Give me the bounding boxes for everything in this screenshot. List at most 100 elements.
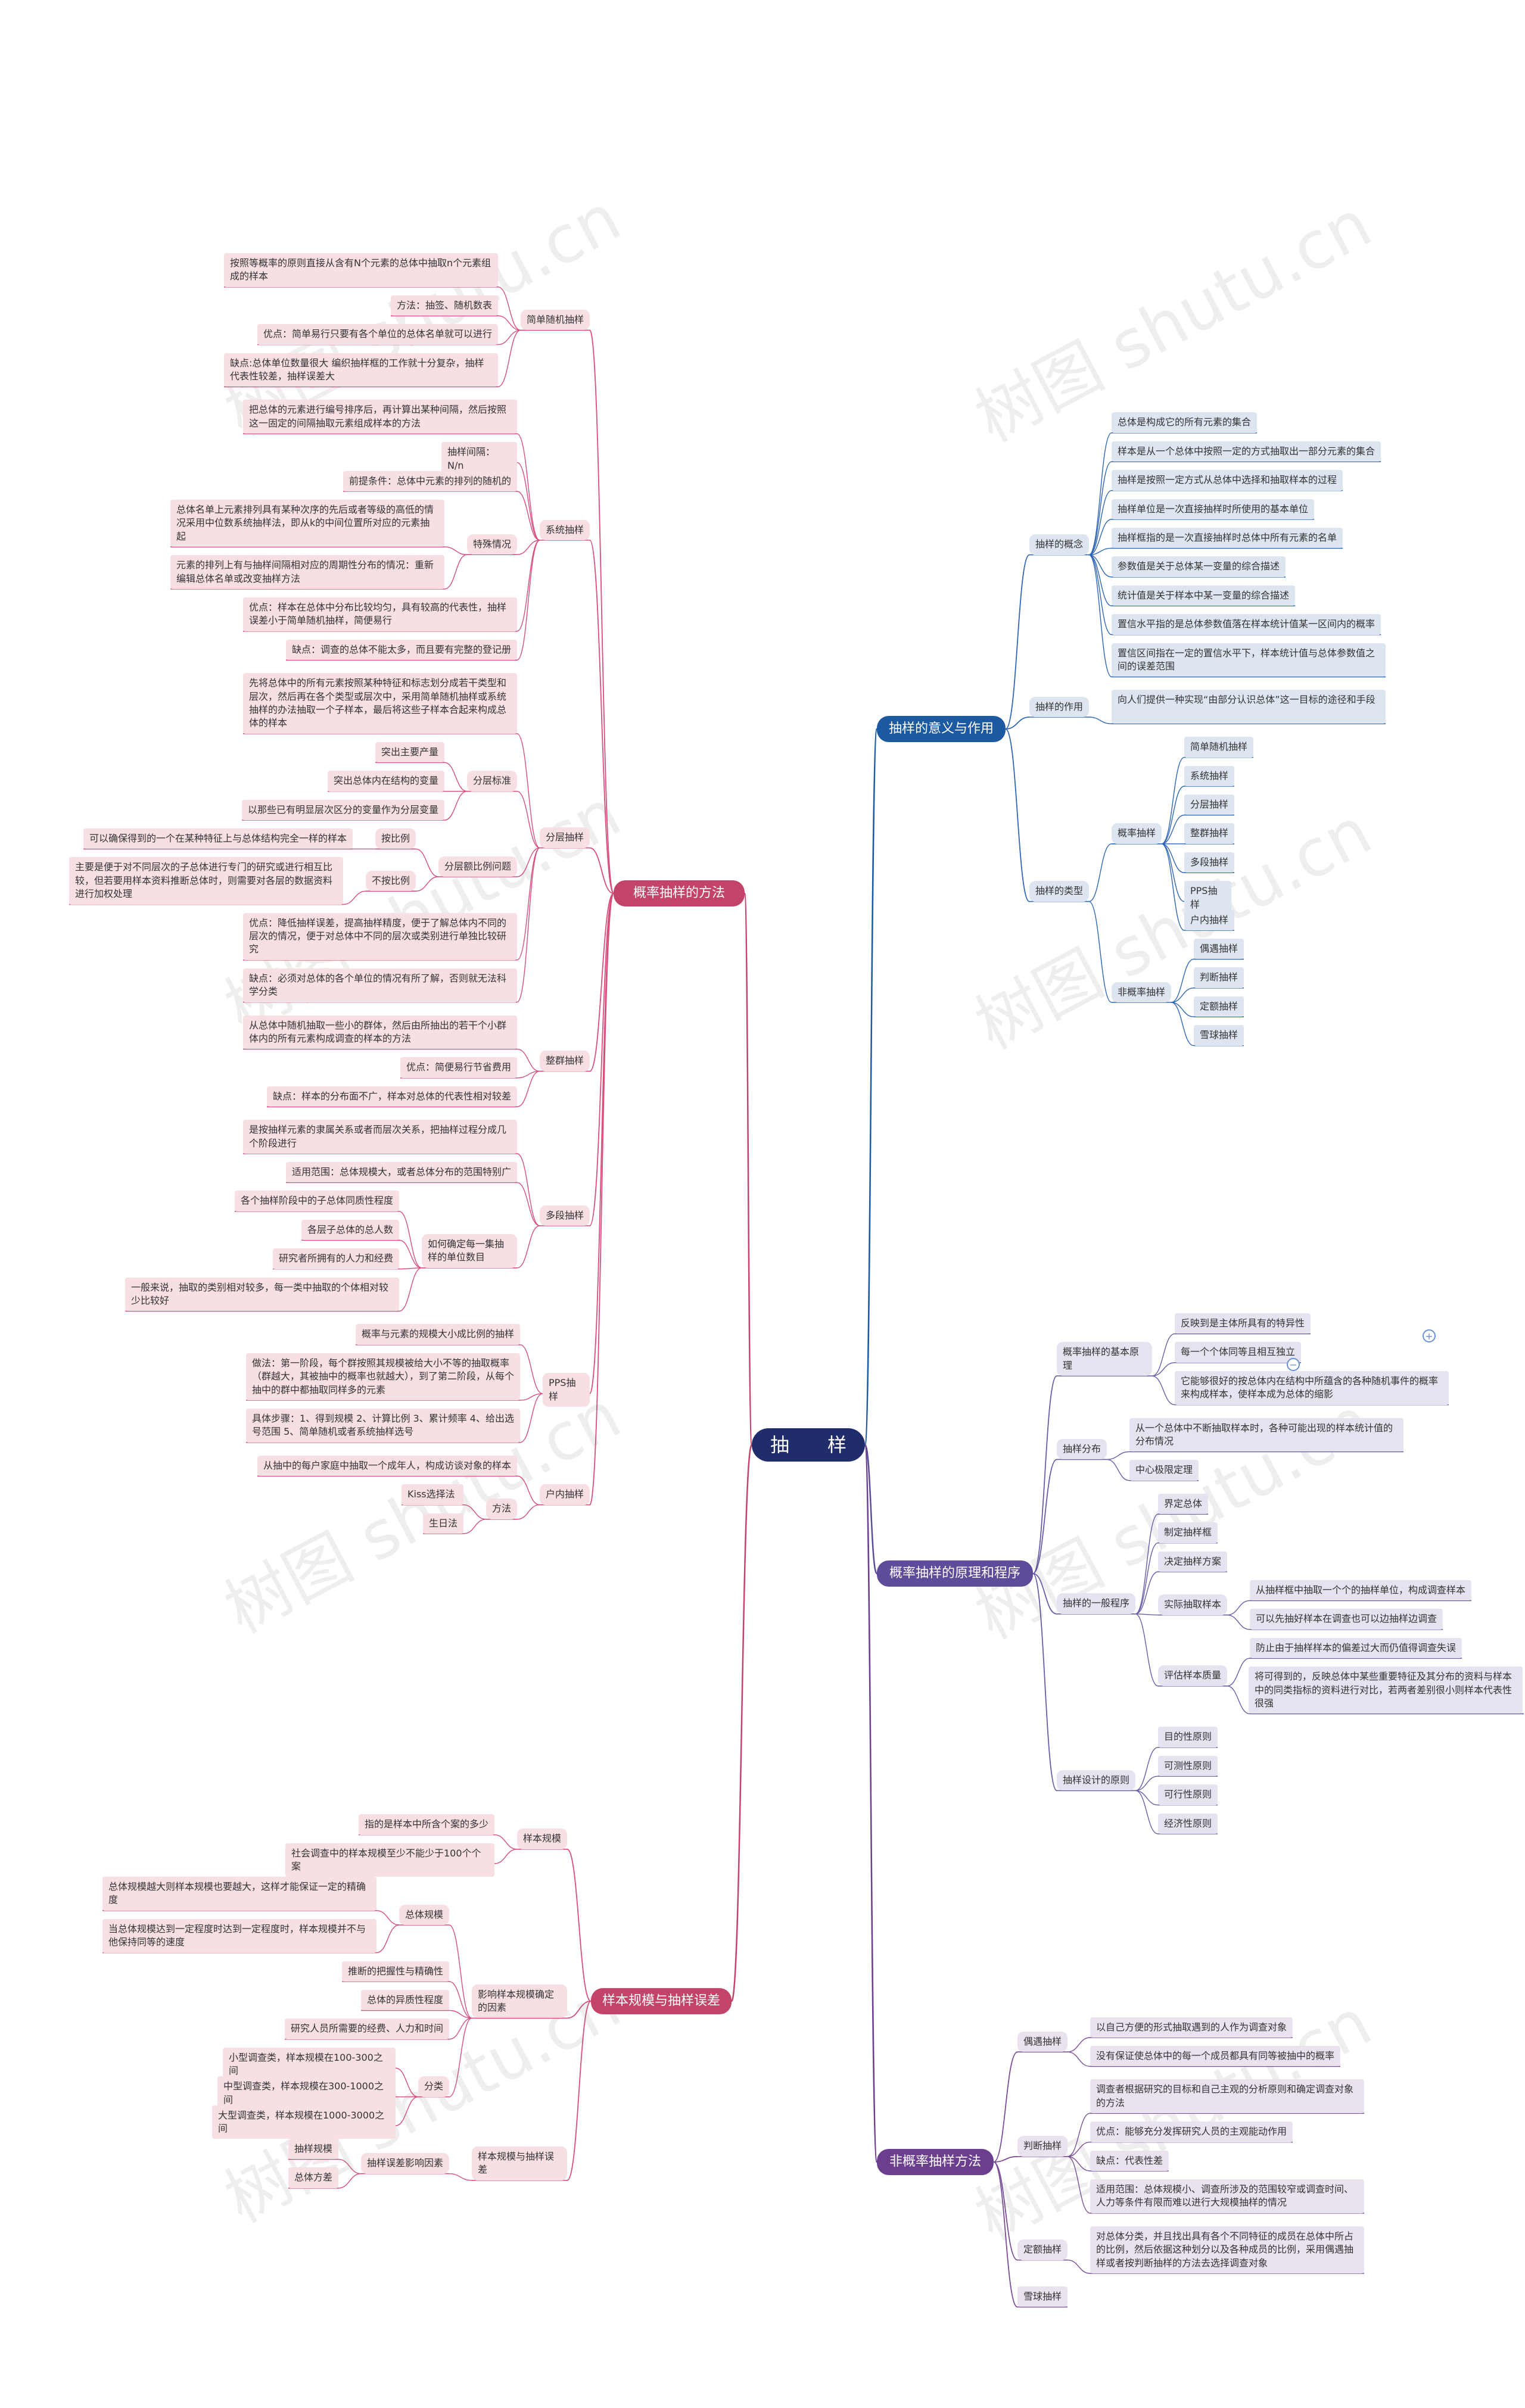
mindmap-leaf[interactable]: 抽样是按照一定方式从总体中选择和抽取样本的过程 (1112, 470, 1343, 491)
mindmap-leaf[interactable]: 以自己方便的形式抽取遇到的人作为调查对象 (1090, 2017, 1293, 2038)
mindmap-branch[interactable]: 抽样的一般程序 (1057, 1593, 1135, 1614)
mindmap-leaf[interactable]: 优点：降低抽样误差，提高抽样精度，便于了解总体内不同的层次的情况，便于对总体中不… (243, 912, 517, 960)
mindmap-branch[interactable]: 样本规模与抽样误差 (472, 2147, 567, 2180)
mindmap-leaf[interactable]: 方法：抽签、随机数表 (391, 295, 498, 316)
mindmap-leaf[interactable]: 指的是样本中所含个案的多少 (359, 1814, 494, 1835)
mindmap-branch[interactable]: 非概率抽样 (1112, 982, 1171, 1002)
mindmap-leaf[interactable]: 对总体分类，并且找出具有各个不同特征的成员在总体中所占的比例，然后依据这种划分以… (1090, 2226, 1364, 2273)
mindmap-leaf[interactable]: 社会调查中的样本规模至少不能少于100个个案 (285, 1843, 494, 1877)
mindmap-leaf[interactable]: 总体名单上元素排列具有某种次序的先后或者等级的高低的情况采用中位数系统抽样法，即… (170, 500, 444, 547)
mindmap-leaf[interactable]: 突出总体内在结构的变量 (328, 771, 444, 792)
mindmap-leaf[interactable]: 具体步骤：1、得到规模 2、计算比例 3、累计频率 4、给出选号范围 5、简单随… (246, 1409, 520, 1443)
mindmap-leaf[interactable]: 置信区间指在一定的置信水平下，样本统计值与总体参数值之间的误差范围 (1112, 643, 1386, 677)
mindmap-branch[interactable]: 概率抽样 (1112, 823, 1162, 844)
mindmap-leaf[interactable]: 总体是构成它的所有元素的集合 (1112, 412, 1257, 433)
mindmap-leaf[interactable]: 从抽样框中抽取一个个的抽样单位，构成调查样本 (1250, 1580, 1471, 1601)
mindmap-leaf[interactable]: 按照等概率的原则直接从含有N个元素的总体中抽取n个元素组成的样本 (224, 253, 498, 287)
mindmap-branch[interactable]: 特殊情况 (467, 534, 517, 555)
mindmap-leaf[interactable]: 缺点：必须对总体的各个单位的情况有所了解，否则就无法科学分类 (243, 968, 517, 1002)
mindmap-leaf[interactable]: 做法：第一阶段，每个群按照其规模被给大小不等的抽取概率（群越大，其被抽中的概率也… (246, 1353, 520, 1400)
mindmap-branch[interactable]: 不按比例 (366, 870, 416, 892)
mindmap-leaf[interactable]: 中心极限定理 (1129, 1460, 1199, 1481)
mindmap-leaf[interactable]: 生日法 (423, 1513, 463, 1534)
mindmap-leaf[interactable]: 总体的异质性程度 (361, 1990, 449, 2011)
mindmap-leaf[interactable]: 抽样框指的是一次直接抽样时总体中所有元素的名单 (1112, 528, 1343, 549)
mindmap-leaf[interactable]: 定额抽样 (1194, 996, 1244, 1017)
collapse-icon[interactable]: − (1287, 1358, 1300, 1371)
mindmap-leaf[interactable]: 系统抽样 (1184, 765, 1234, 786)
mindmap-leaf[interactable]: 户内抽样 (1184, 909, 1234, 930)
mindmap-leaf[interactable]: 样本是从一个总体中按照一定的方式抽取出一部分元素的集合 (1112, 441, 1381, 462)
mindmap-leaf[interactable]: 前提条件：总体中元素的排列的随机的 (343, 471, 517, 491)
mindmap-branch[interactable]: 总体规模 (399, 1904, 449, 1925)
mindmap-branch[interactable]: 抽样分布 (1057, 1439, 1107, 1460)
mindmap-leaf[interactable]: 当总体规模达到一定程度时达到一定程度时，样本规模并不与他保持同等的速度 (102, 1918, 376, 1953)
mindmap-leaf[interactable]: 它能够很好的按总体内在结构中所蕴含的各种随机事件的概率来构成样本，使样本成为总体… (1175, 1370, 1449, 1405)
mindmap-branch[interactable]: 偶遇抽样 (1017, 2031, 1068, 2052)
mindmap-leaf[interactable]: 参数值是关于总体某一变量的综合描述 (1112, 556, 1286, 577)
mindmap-leaf[interactable]: 总体方差 (288, 2167, 338, 2188)
mindmap-leaf[interactable]: 总体规模越大则样本规模也要越大，这样才能保证一定的精确度 (102, 1877, 376, 1911)
mindmap-branch[interactable]: 抽样的概念 (1029, 534, 1089, 555)
root-topic[interactable]: 抽 样 (752, 1428, 865, 1462)
mindmap-leaf[interactable]: 统计值是关于样本中某一变量的综合描述 (1112, 585, 1295, 606)
mindmap-leaf[interactable]: 适用范围：总体规模大，或者总体分布的范围特别广 (286, 1162, 517, 1183)
mindmap-leaf[interactable]: Kiss选择法 (402, 1484, 463, 1505)
mindmap-leaf[interactable]: 可测性原则 (1158, 1755, 1218, 1777)
mindmap-leaf[interactable]: 缺点:总体单位数量很大 编织抽样框的工作就十分复杂，抽样代表性较差，抽样误差大 (224, 353, 498, 387)
mindmap-leaf[interactable]: 突出主要产量 (375, 742, 444, 763)
mindmap-leaf[interactable]: 调查者根据研究的目标和自己主观的分析原则和确定调查对象的方法 (1090, 2079, 1364, 2114)
mindmap-leaf[interactable]: 将可得到的，反映总体中某些重要特征及其分布的资料与样本中的同类指标的资料进行对比… (1249, 1666, 1523, 1714)
mindmap-leaf[interactable]: 优点：能够充分发挥研究人员的主观能动作用 (1090, 2122, 1293, 2142)
mindmap-leaf[interactable]: 抽样单位是一次直接抽样时所使用的基本单位 (1112, 499, 1314, 519)
mindmap-leaf[interactable]: 反映到是主体所具有的特异性 (1175, 1313, 1311, 1334)
mindmap-branch[interactable]: 抽样的作用 (1029, 696, 1089, 717)
mindmap-leaf[interactable]: PPS抽样 (1184, 881, 1231, 915)
mindmap-leaf[interactable]: 从一个总体中不断抽取样本时，各种可能出现的样本统计值的分布情况 (1129, 1418, 1403, 1452)
mindmap-leaf[interactable]: 优点：简便易行节省费用 (400, 1057, 517, 1078)
mindmap-leaf[interactable]: 简单随机抽样 (1184, 737, 1253, 758)
mindmap-leaf[interactable]: 多段抽样 (1184, 852, 1234, 873)
mindmap-leaf[interactable]: 经济性原则 (1158, 1813, 1218, 1834)
main-topic-m2[interactable]: 样本规模与抽样误差 (591, 1988, 732, 2014)
main-topic-m4[interactable]: 概率抽样的原理和程序 (877, 1560, 1033, 1587)
mindmap-leaf[interactable]: 雪球抽样 (1194, 1025, 1244, 1046)
mindmap-leaf[interactable]: 适用范围：总体规模小、调查所涉及的范围较窄或调查时间、人力等条件有限而难以进行大… (1090, 2179, 1364, 2213)
mindmap-branch[interactable]: 简单随机抽样 (521, 310, 590, 331)
mindmap-leaf[interactable]: 每一个个体同等且相互独立 (1175, 1342, 1301, 1363)
mindmap-branch[interactable]: 定额抽样 (1017, 2239, 1068, 2260)
mindmap-leaf[interactable]: 缺点：调查的总体不能太多，而且要有完整的登记册 (286, 639, 517, 661)
mindmap-leaf[interactable]: 抽样间隔：N/n (441, 442, 517, 476)
mindmap-leaf[interactable]: 可行性原则 (1158, 1784, 1218, 1805)
mindmap-leaf[interactable]: 小型调查类，样本规模在100-300之间 (223, 2047, 396, 2082)
mindmap-leaf[interactable]: 优点：简单易行只要有各个单位的总体名单就可以进行 (257, 324, 498, 345)
mindmap-branch[interactable]: PPS抽样 (543, 1373, 590, 1407)
mindmap-branch[interactable]: 抽样的类型 (1029, 881, 1089, 902)
mindmap-leaf[interactable]: 各层子总体的总人数 (301, 1219, 399, 1241)
mindmap-branch[interactable]: 实际抽取样本 (1158, 1594, 1227, 1615)
mindmap-leaf[interactable]: 可以确保得到的一个在某种特征上与总体结构完全一样的样本 (83, 828, 353, 849)
mindmap-branch[interactable]: 抽样设计的原则 (1057, 1770, 1135, 1791)
mindmap-leaf[interactable]: 从总体中随机抽取一些小的群体，然后由所抽出的若干个小群体内的所有元素构成调查的样… (243, 1015, 517, 1049)
mindmap-leaf[interactable]: 置信水平指的是总体参数值落在样本统计值某一区间内的概率 (1112, 614, 1381, 635)
mindmap-branch[interactable]: 整群抽样 (540, 1051, 590, 1071)
mindmap-branch[interactable]: 分层额比例问题 (438, 856, 517, 877)
mindmap-leaf[interactable]: 界定总体 (1158, 1493, 1208, 1515)
mindmap-branch[interactable]: 影响样本规模确定的因素 (472, 1984, 567, 2018)
mindmap-branch[interactable]: 方法 (486, 1499, 517, 1519)
main-topic-m3[interactable]: 抽样的意义与作用 (877, 716, 1006, 742)
mindmap-leaf[interactable]: 缺点：代表性差 (1090, 2150, 1169, 2171)
mindmap-branch[interactable]: 分层标准 (467, 771, 517, 792)
mindmap-leaf[interactable]: 研究人员所需要的经费、人力和时间 (285, 2018, 449, 2039)
mindmap-leaf[interactable]: 大型调查类，样本规模在1000-3000之间 (212, 2105, 396, 2139)
mindmap-branch[interactable]: 分层抽样 (540, 827, 590, 848)
mindmap-leaf[interactable]: 制定抽样框 (1158, 1522, 1218, 1543)
mindmap-leaf[interactable]: 把总体的元素进行编号排序后，再计算出某种间隔，然后按照这一固定的间隔抽取元素组成… (243, 400, 517, 434)
mindmap-branch[interactable]: 多段抽样 (540, 1205, 590, 1226)
mindmap-leaf[interactable]: 判断抽样 (1194, 967, 1244, 988)
mindmap-leaf[interactable]: 中型调查类，样本规模在300-1000之间 (217, 2076, 396, 2110)
mindmap-branch[interactable]: 评估样本质量 (1158, 1665, 1227, 1686)
expand-icon[interactable]: + (1423, 1329, 1436, 1342)
mindmap-branch[interactable]: 样本规模 (517, 1828, 567, 1849)
mindmap-leaf[interactable]: 各个抽样阶段中的子总体同质性程度 (235, 1191, 399, 1211)
